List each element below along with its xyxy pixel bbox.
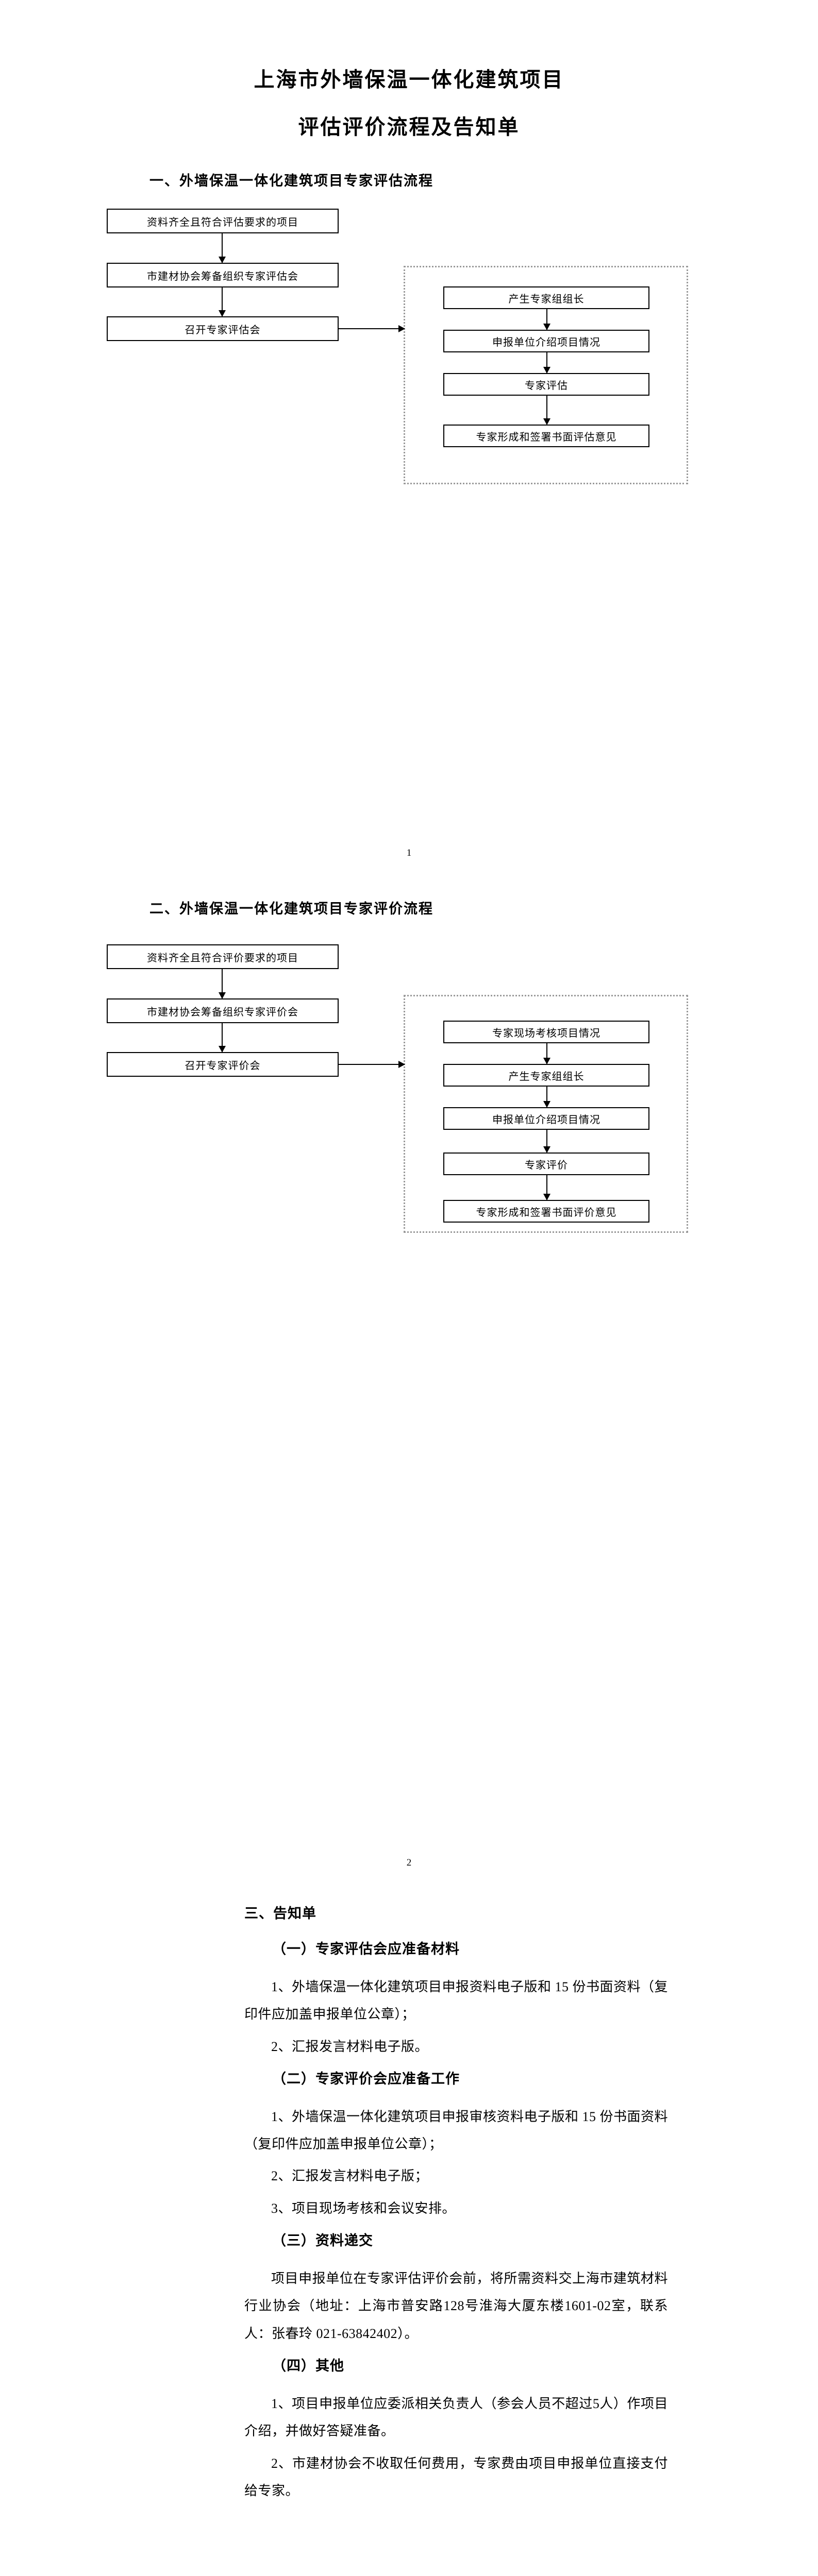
flowchart-2-left-box-1-label: 资料齐全且符合评价要求的项目 <box>147 952 298 964</box>
page-number-1: 1 <box>406 848 412 858</box>
flowchart-2-right-box-2: 产生专家组组长 <box>443 1064 649 1087</box>
flowchart-1-arrow-4 <box>543 352 550 374</box>
section-3-body: 三、告知单 （一）专家评估会应准备材料 1、外墙保温一体化建筑项目申报资料电子版… <box>150 1902 668 2504</box>
subsection-3-paragraph-1: 项目申报单位在专家评估评价会前，将所需资料交上海市建筑材料行业协会（地址：上海市… <box>244 2271 668 2341</box>
subsection-2-heading: （二）专家评价会应准备工作 <box>272 2071 460 2087</box>
subsection-3-heading: （三）资料递交 <box>272 2233 373 2249</box>
flowchart-2-arrow-6 <box>543 1175 550 1200</box>
sheet-2: 二、外墙保温一体化建筑项目专家评价流程 资料齐全且符合评价要求的项目 市建材协会… <box>0 886 818 1896</box>
flowchart-1-left-box-1: 资料齐全且符合评估要求的项目 <box>107 209 339 233</box>
subsection-1-paragraph-2: 2、汇报发言材料电子版。 <box>271 2039 429 2054</box>
flowchart-1-left-box-3: 召开专家评估会 <box>107 316 339 341</box>
subsection-4-paragraph-2: 2、市建材协会不收取任何费用，专家费由项目申报单位直接支付给专家。 <box>244 2455 668 2498</box>
subsection-1-paragraph-1: 1、外墙保温一体化建筑项目申报资料电子版和 15 份书面资料（复印件应加盖申报单… <box>244 1979 669 2022</box>
flowchart-1-arrow-to-group <box>339 325 405 332</box>
flowchart-1-left-box-2-label: 市建材协会筹备组织专家评估会 <box>147 270 298 282</box>
flowchart-2-right-box-4-label: 专家评价 <box>525 1159 568 1171</box>
flowchart-2-arrow-1 <box>219 969 226 999</box>
sheet-3: 三、告知单 （一）专家评估会应准备材料 1、外墙保温一体化建筑项目申报资料电子版… <box>0 1902 818 2576</box>
flowchart-2-arrow-2 <box>219 1023 226 1053</box>
flowchart-2-right-box-3: 申报单位介绍项目情况 <box>443 1107 649 1130</box>
subsection-4-paragraph-1: 1、项目申报单位应委派相关负责人（参会人员不超过5人）作项目介绍，并做好答疑准备… <box>244 2396 668 2439</box>
flowchart-2-arrow-to-group <box>339 1061 405 1068</box>
section-1-heading: 一、外墙保温一体化建筑项目专家评估流程 <box>149 173 433 189</box>
flowchart-2-right-box-4: 专家评价 <box>443 1153 649 1175</box>
document-title-line-2: 评估评价流程及告知单 <box>298 115 520 139</box>
flowchart-1-dotted-group <box>404 266 688 484</box>
document-title-line-1: 上海市外墙保温一体化建筑项目 <box>254 68 564 91</box>
flowchart-1-right-box-3: 专家评估 <box>443 373 649 396</box>
flowchart-1-right-box-1: 产生专家组组长 <box>443 286 649 309</box>
flowchart-1-left-box-3-label: 召开专家评估会 <box>185 324 261 336</box>
flowchart-1-right-box-1-label: 产生专家组组长 <box>508 293 585 305</box>
flowchart-2-right-box-5-label: 专家形成和签署书面评价意见 <box>476 1207 617 1218</box>
flowchart-1-arrow-1 <box>219 233 226 263</box>
flowchart-1-arrow-5 <box>543 396 550 425</box>
flowchart-1-left-box-2: 市建材协会筹备组织专家评估会 <box>107 263 339 287</box>
flowchart-1-right-box-2-label: 申报单位介绍项目情况 <box>492 336 600 348</box>
flowchart-1-right-box-3-label: 专家评估 <box>525 380 568 392</box>
flowchart-1-arrow-3 <box>543 309 550 330</box>
flowchart-2-left-box-2-label: 市建材协会筹备组织专家评价会 <box>147 1006 298 1018</box>
flowchart-2-left-box-2: 市建材协会筹备组织专家评价会 <box>107 998 339 1023</box>
flowchart-1-right-box-2: 申报单位介绍项目情况 <box>443 330 649 352</box>
subsection-2-paragraph-3: 3、项目现场考核和会议安排。 <box>271 2200 456 2216</box>
flowchart-2-right-box-5: 专家形成和签署书面评价意见 <box>443 1200 649 1223</box>
flowchart-2-left-box-3-label: 召开专家评价会 <box>185 1060 261 1072</box>
flowchart-2-right-box-2-label: 产生专家组组长 <box>508 1071 585 1082</box>
flowchart-2-left-box-1: 资料齐全且符合评价要求的项目 <box>107 944 339 969</box>
subsection-2-paragraph-1: 1、外墙保温一体化建筑项目申报审核资料电子版和 15 份书面资料（复印件应加盖申… <box>244 2109 669 2152</box>
flowchart-2-left-box-3: 召开专家评价会 <box>107 1052 339 1077</box>
section-3-heading: 三、告知单 <box>244 1906 316 1921</box>
flowchart-2-arrow-3 <box>543 1043 550 1064</box>
flowchart-1-right-box-4-label: 专家形成和签署书面评估意见 <box>476 431 617 443</box>
flowchart-2-right-box-1-label: 专家现场考核项目情况 <box>492 1027 600 1039</box>
subsection-1-heading: （一）专家评估会应准备材料 <box>272 1941 460 1957</box>
subsection-2-paragraph-2: 2、汇报发言材料电子版； <box>271 2168 429 2184</box>
flowchart-1-left-box-1-label: 资料齐全且符合评估要求的项目 <box>147 216 298 228</box>
flowchart-2-arrow-4 <box>543 1087 550 1108</box>
section-2-heading: 二、外墙保温一体化建筑项目专家评价流程 <box>149 901 433 917</box>
flowchart-2-right-box-3-label: 申报单位介绍项目情况 <box>492 1114 600 1126</box>
page-number-2: 2 <box>406 1857 412 1868</box>
sheet-1: 上海市外墙保温一体化建筑项目 评估评价流程及告知单 一、外墙保温一体化建筑项目专… <box>0 0 818 886</box>
flowchart-1-arrow-2 <box>219 287 226 317</box>
flowchart-2-right-box-1: 专家现场考核项目情况 <box>443 1021 649 1043</box>
flowchart-2-dotted-group <box>404 995 688 1233</box>
flowchart-1-right-box-4: 专家形成和签署书面评估意见 <box>443 425 649 447</box>
flowchart-2-arrow-5 <box>543 1130 550 1153</box>
subsection-4-heading: （四）其他 <box>272 2358 344 2374</box>
